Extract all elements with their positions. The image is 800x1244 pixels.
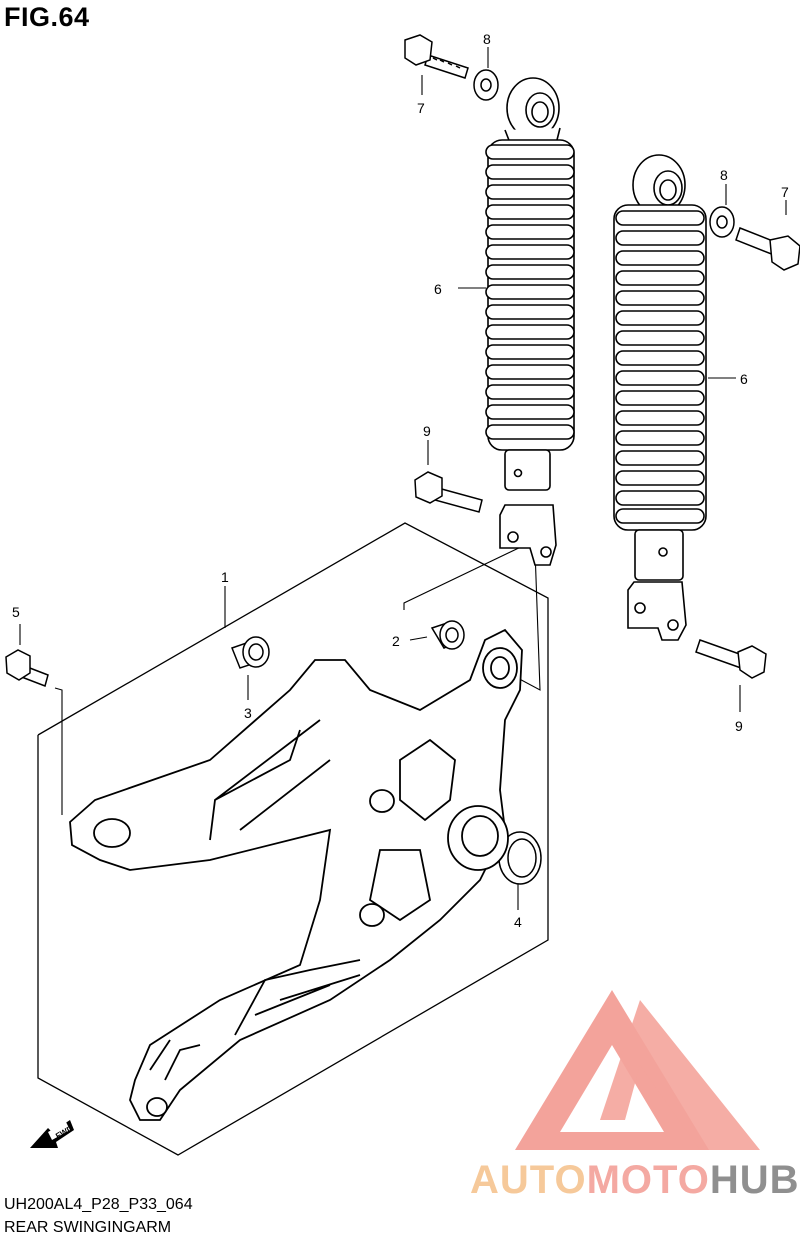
watermark-hub: HUB [709,1158,800,1202]
bolt-7-top [404,34,469,79]
watermark-moto: MOTO [586,1158,710,1202]
bushing-2 [430,620,465,650]
callout-3: 3 [244,705,252,721]
callout-8-left: 8 [483,31,491,47]
oil-seal-4 [498,831,542,885]
rear-shock-absorber-right [613,154,707,641]
bolt-5 [5,649,49,687]
callout-2: 2 [392,633,400,649]
watermark-logo [515,990,760,1150]
fwd-arrow-icon: FWD [30,1120,75,1148]
callout-4: 4 [514,914,522,930]
callout-6-right: 6 [740,371,748,387]
callout-6-left: 6 [434,281,442,297]
watermark-auto: AUTO [470,1158,587,1202]
watermark-text: AUTOMOTOHUB [470,1158,800,1203]
callout-9-right: 9 [735,718,743,734]
callout-labels: 1 2 3 4 5 6 6 7 7 8 8 9 9 [12,31,789,930]
callout-7-left: 7 [417,100,425,116]
figure-code: UH200AL4_P28_P33_064 [4,1196,193,1213]
callout-5: 5 [12,604,20,620]
figure-name: REAR SWINGINGARM [4,1219,172,1236]
callout-8-right: 8 [720,167,728,183]
callout-1: 1 [221,569,229,585]
bolt-9-right [695,639,767,679]
bolt-9-left [414,471,483,513]
callout-7-right: 7 [781,184,789,200]
assembly-box [37,522,549,1156]
callout-9-left: 9 [423,423,431,439]
bushing-3 [231,636,270,669]
swingarm-1 [69,628,523,1121]
bolt-7-right [735,227,800,271]
figure-title: FIG.64 [4,2,90,32]
washer-8-top [473,69,499,101]
rear-shock-absorber-left [485,77,575,566]
leader-lines [19,47,787,910]
washer-8-right [709,206,735,238]
